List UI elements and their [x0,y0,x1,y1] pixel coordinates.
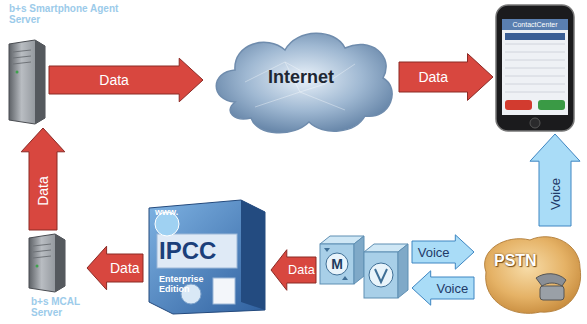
block-arrow [412,271,474,305]
gateway-letter: M [326,256,348,272]
ipcc-product-box: www. IPCC Enterprise Edition [145,198,269,316]
arrow-label: Voice [418,246,450,259]
arrow-label: Data [110,261,140,275]
url-text: www. [155,207,178,217]
internet-cloud: Internet [205,22,397,137]
block-arrow [87,246,143,290]
arrow-label: Data [418,70,448,84]
server-icon-drawing [5,38,47,126]
block-arrow [271,250,316,291]
arrow-label: Data [36,176,50,206]
cloud-label: Internet [205,67,397,87]
server-label: b+s Smartphone Agent Server [9,3,137,25]
block-arrow [21,128,65,230]
server-icon: b+s Smartphone Agent Server [5,38,47,126]
arrow-label: Data [99,73,129,87]
pstn-cloud: PSTN [476,228,584,318]
block-arrow [399,54,493,101]
product-edition: Enterprise Edition [159,274,209,294]
block-arrow [530,134,580,226]
pstn-cloud-drawing [476,228,584,318]
block-arrow [412,235,474,269]
server-icon-drawing [25,232,85,294]
smartphone: ContactCenter [495,4,575,132]
server-label: b+s MCAL Server [31,296,91,318]
arrow-label: Voice [436,282,468,295]
voice-gateway-icon: M [318,232,410,302]
pstn-label: PSTN [494,252,537,270]
server-icon: b+s MCAL Server [25,232,85,294]
phone-screen-title: ContactCenter [502,20,568,29]
block-arrow [49,58,203,102]
arrow-label: Data [288,264,315,277]
arrow-label: Voice [549,178,562,210]
product-name: IPCC [159,238,216,264]
